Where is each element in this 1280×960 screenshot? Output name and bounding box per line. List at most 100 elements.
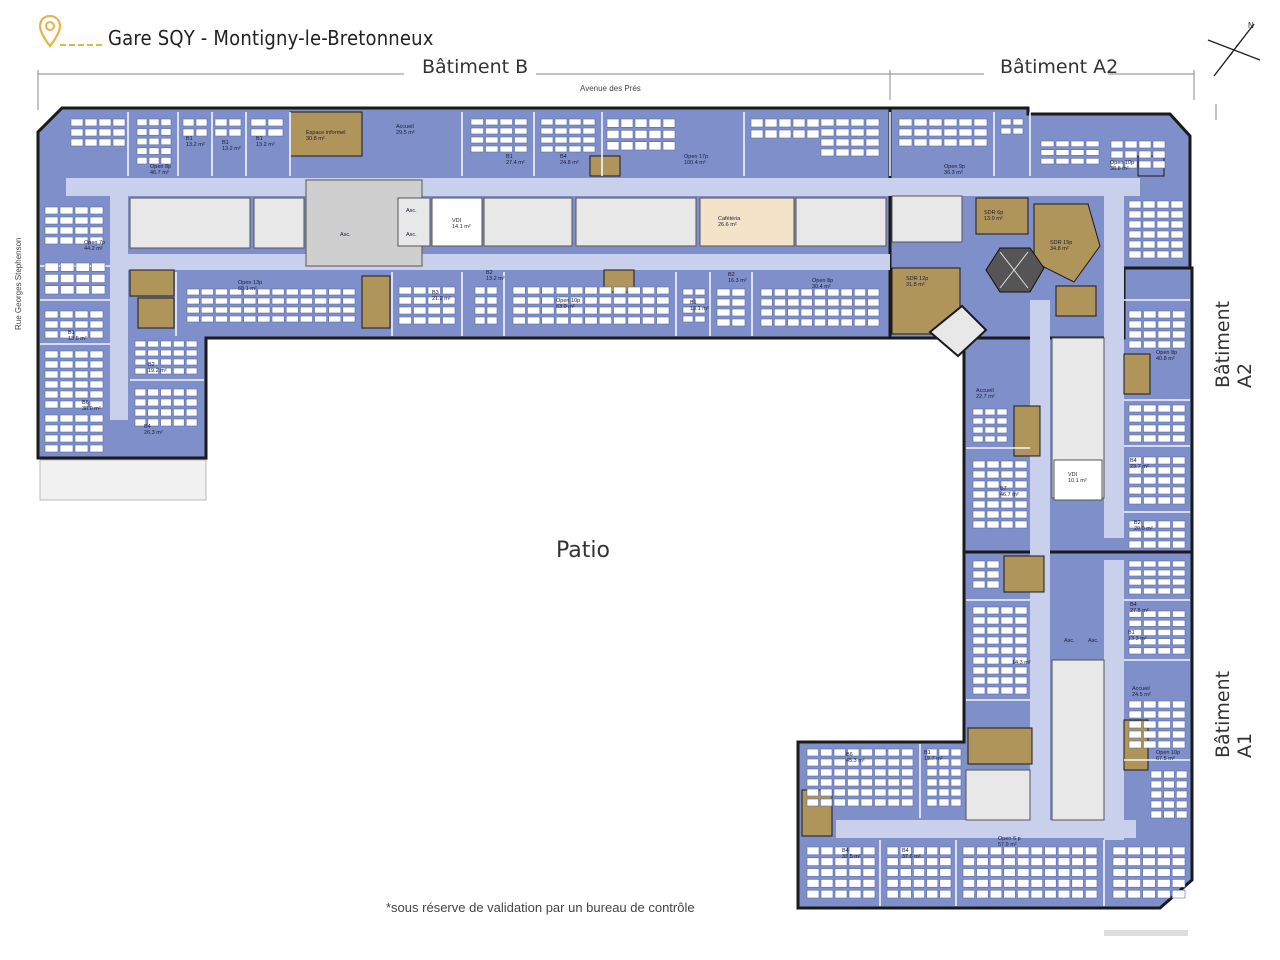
desk xyxy=(1142,210,1156,219)
desk xyxy=(972,656,986,665)
desk xyxy=(716,318,731,327)
room-label-b4d: B4 xyxy=(1130,602,1137,608)
desk xyxy=(820,857,834,866)
room-area-open8-b: 46.7 m² xyxy=(150,170,169,176)
elevator-label: Asc. xyxy=(406,232,417,238)
room-area-b1b: 13.2 m² xyxy=(222,146,241,152)
desk xyxy=(694,315,706,323)
room-area-b3a: 21.2 m² xyxy=(432,296,451,302)
desk xyxy=(806,129,820,139)
desk xyxy=(229,288,242,296)
desk xyxy=(833,758,846,767)
desk xyxy=(1157,530,1171,539)
desk xyxy=(1170,230,1184,239)
desk xyxy=(860,778,873,787)
desk xyxy=(84,118,98,127)
room-label-open9-a2: Open 9p xyxy=(944,164,965,170)
desk xyxy=(160,398,172,407)
desk xyxy=(215,288,228,296)
desk xyxy=(694,297,706,305)
desk xyxy=(835,148,850,157)
desk xyxy=(662,141,676,151)
desk xyxy=(1143,310,1157,319)
desk xyxy=(89,380,104,389)
desk xyxy=(84,138,98,147)
desk xyxy=(470,136,484,144)
desk xyxy=(1014,490,1028,499)
building-b-label: Bâtiment B xyxy=(422,56,529,78)
desk xyxy=(1143,740,1157,749)
desk xyxy=(59,216,74,225)
desk xyxy=(792,118,806,128)
room-label-open13: Open 13p xyxy=(238,280,262,286)
desk xyxy=(91,285,106,295)
desk xyxy=(973,138,988,147)
room-label-b4b: B4 xyxy=(144,424,151,430)
desk xyxy=(984,408,996,416)
desk xyxy=(1170,240,1184,249)
desk xyxy=(820,846,834,856)
desk xyxy=(1176,810,1188,819)
desk xyxy=(160,118,172,126)
desk xyxy=(44,262,59,272)
desk xyxy=(1143,720,1157,729)
desk xyxy=(1157,404,1171,413)
desk xyxy=(147,408,159,417)
desk xyxy=(834,846,848,856)
desk xyxy=(173,349,185,357)
desk xyxy=(1055,140,1070,147)
desk xyxy=(1143,569,1157,577)
desk xyxy=(160,367,172,375)
desk xyxy=(764,129,778,139)
desk xyxy=(1143,320,1157,329)
desk xyxy=(1172,486,1186,495)
desk xyxy=(195,118,208,127)
desk xyxy=(84,128,98,137)
desk xyxy=(847,758,860,767)
desk xyxy=(44,380,59,389)
desk xyxy=(806,758,819,767)
desk xyxy=(606,118,620,128)
desk xyxy=(267,128,284,137)
desk xyxy=(1030,868,1043,877)
desk xyxy=(820,868,834,877)
desk xyxy=(656,306,670,315)
desk xyxy=(682,297,694,305)
desk xyxy=(792,129,806,139)
desk xyxy=(328,288,342,296)
desk xyxy=(641,286,655,295)
desk xyxy=(656,286,670,295)
desk xyxy=(731,288,746,297)
desk xyxy=(1157,587,1171,595)
desk xyxy=(847,798,860,807)
desk-clusters xyxy=(44,118,1188,899)
desk xyxy=(44,236,59,245)
desk xyxy=(731,308,746,317)
desk xyxy=(442,296,456,305)
desk xyxy=(527,286,541,295)
desk xyxy=(827,308,840,317)
desk xyxy=(1157,740,1171,749)
desk xyxy=(913,868,925,877)
desk xyxy=(413,316,427,325)
desk xyxy=(485,118,499,126)
desk xyxy=(840,308,853,317)
desk xyxy=(1156,210,1170,219)
desk xyxy=(74,444,89,453)
compass-icon: N xyxy=(1207,21,1261,77)
desk xyxy=(257,297,271,305)
desk xyxy=(160,408,172,417)
desk xyxy=(950,758,962,767)
desk xyxy=(1172,587,1186,595)
desk xyxy=(285,315,299,323)
desk xyxy=(613,286,627,295)
desk xyxy=(1150,770,1162,779)
desk xyxy=(962,868,975,877)
desk xyxy=(470,145,484,153)
desk xyxy=(986,460,1000,469)
desk xyxy=(887,768,900,777)
desk xyxy=(833,788,846,797)
desk xyxy=(1057,846,1071,856)
desk xyxy=(634,141,648,151)
desk xyxy=(267,118,284,127)
